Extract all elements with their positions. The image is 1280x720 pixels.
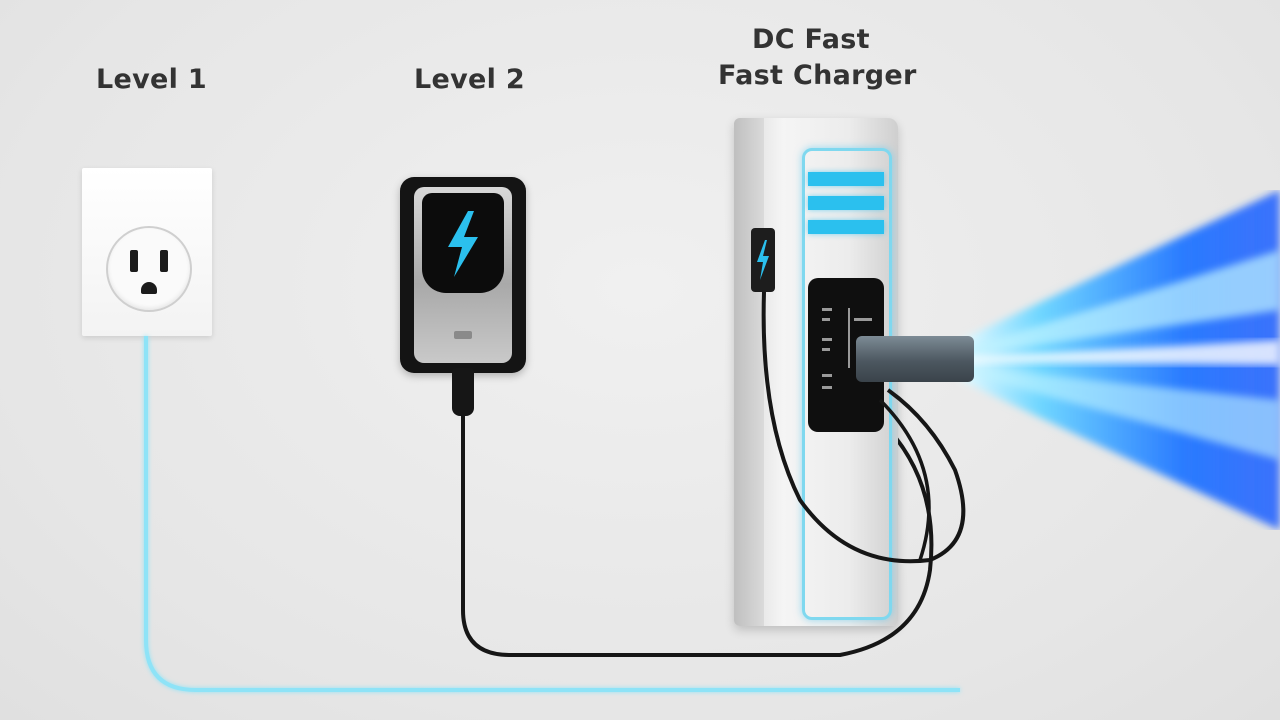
- panel-divider: [848, 308, 850, 368]
- dc-connector-handle: [856, 336, 974, 382]
- panel-readout: [822, 386, 832, 389]
- station-control-panel: [808, 278, 884, 432]
- station-stripe-2: [808, 196, 884, 210]
- panel-readout: [854, 318, 872, 321]
- station-side-panel: [734, 118, 764, 626]
- label-level-2: Level 2: [414, 64, 525, 95]
- lightning-bolt-icon: [448, 211, 478, 277]
- label-dc-fast-line2: Fast Charger: [718, 60, 917, 91]
- outlet-slot-right: [160, 250, 168, 272]
- label-level-1: Level 1: [96, 64, 207, 95]
- level1-cable: [144, 336, 960, 692]
- panel-readout: [822, 338, 832, 341]
- wallbox-body: [414, 187, 512, 363]
- level2-cable: [461, 414, 934, 657]
- wallbox-screen: [422, 193, 504, 293]
- lightning-bolt-icon: [757, 240, 769, 280]
- station-glow-frame: [802, 148, 892, 620]
- wallbox-logo: [454, 331, 472, 339]
- panel-readout: [822, 308, 832, 311]
- dc-fast-cable-secondary: [878, 398, 931, 561]
- panel-readout: [822, 318, 830, 321]
- energy-beam-graphic: [960, 190, 1280, 530]
- wallbox-cable-strain-relief: [452, 368, 474, 416]
- wall-outlet-icon: [106, 226, 192, 312]
- panel-readout: [822, 348, 830, 351]
- station-mini-indicator: [751, 228, 775, 292]
- outlet-slot-left: [130, 250, 138, 272]
- dc-fast-cable: [761, 291, 966, 564]
- station-stripe-1: [808, 172, 884, 186]
- level2-wallbox-charger: [400, 177, 526, 373]
- panel-readout: [822, 374, 832, 377]
- outlet-ground-hole: [141, 282, 157, 294]
- label-dc-fast-line1: DC Fast: [752, 24, 870, 55]
- station-stripe-3: [808, 220, 884, 234]
- wall-outlet: [82, 168, 212, 336]
